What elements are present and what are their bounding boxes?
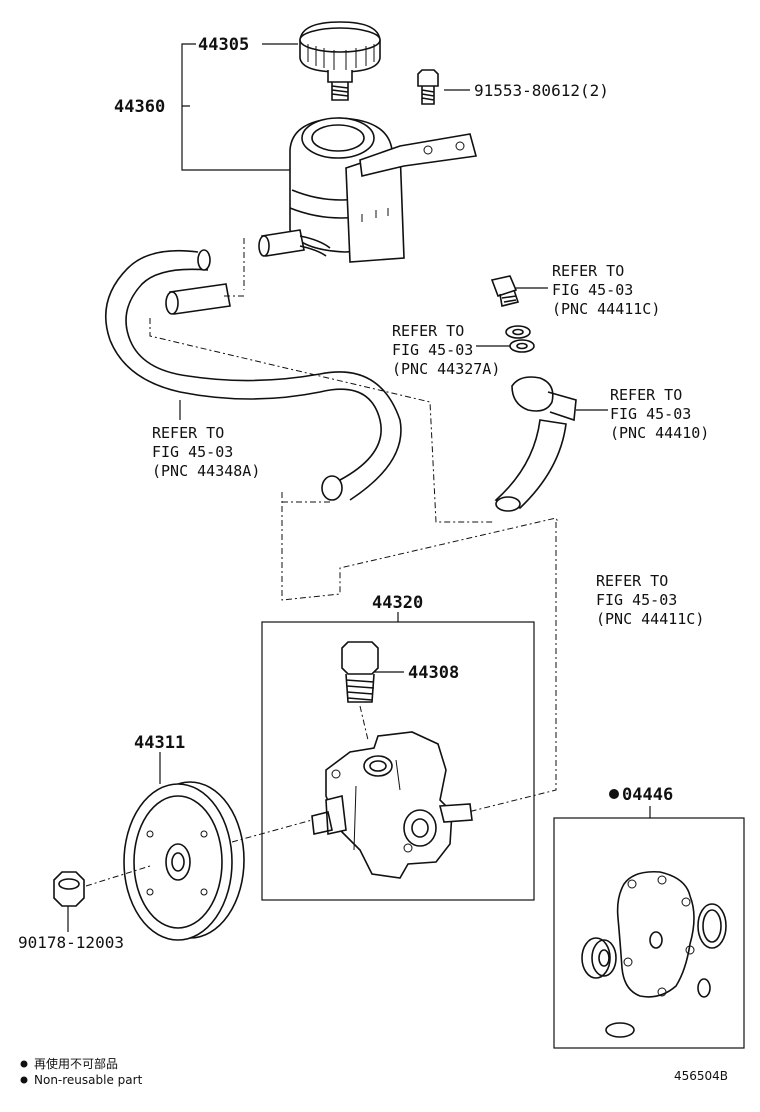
vane-pump-drawing[interactable] bbox=[311, 731, 473, 879]
gasket-kit-drawing[interactable] bbox=[581, 870, 727, 1038]
leader-lines bbox=[67, 43, 651, 932]
part-04446-label: 04446 bbox=[622, 785, 673, 805]
non-reusable-marker-icon bbox=[609, 789, 619, 799]
ref2-line3: (PNC 44327A) bbox=[392, 360, 500, 378]
union-bolt-drawing[interactable] bbox=[490, 275, 520, 307]
ref4-line3: (PNC 44348A) bbox=[152, 462, 260, 480]
return-hose-drawing[interactable] bbox=[104, 249, 402, 501]
part-44360-label: 44360 bbox=[114, 97, 165, 117]
ref5-line2: FIG 45-03 bbox=[596, 591, 677, 609]
ref4-line2: FIG 45-03 bbox=[152, 443, 233, 461]
ref1-line3: (PNC 44411C) bbox=[552, 300, 660, 318]
bolt-91553-drawing[interactable] bbox=[417, 69, 439, 105]
reservoir-cap-drawing[interactable] bbox=[299, 21, 381, 101]
ref2-line1: REFER TO bbox=[392, 322, 464, 340]
legend-dot-icon-en bbox=[20, 1076, 28, 1084]
ref3-line3: (PNC 44410) bbox=[610, 424, 709, 442]
gasket-kit-box bbox=[553, 817, 745, 1049]
part-44308-label: 44308 bbox=[408, 663, 459, 683]
part-44305-label: 44305 bbox=[198, 35, 249, 55]
part-44320-label: 44320 bbox=[372, 593, 423, 613]
gasket-drawing[interactable] bbox=[505, 325, 535, 353]
ref1-line1: REFER TO bbox=[552, 262, 624, 280]
pulley-drawing[interactable] bbox=[123, 781, 245, 941]
ref3-line2: FIG 45-03 bbox=[610, 405, 691, 423]
ref5-line1: REFER TO bbox=[596, 572, 668, 590]
legend-en: Non-reusable part bbox=[34, 1073, 143, 1087]
hose-joint-drawing[interactable] bbox=[165, 283, 231, 315]
legend-jp: 再使用不可部品 bbox=[34, 1056, 118, 1071]
ref2-line2: FIG 45-03 bbox=[392, 341, 473, 359]
ref4-line1: REFER TO bbox=[152, 424, 224, 442]
ref3-line1: REFER TO bbox=[610, 386, 682, 404]
reservoir-drawing[interactable] bbox=[258, 117, 478, 263]
figure-id: 456504B bbox=[674, 1069, 728, 1083]
legend-dot-icon-jp bbox=[20, 1060, 28, 1068]
part-90178-label: 90178-12003 bbox=[18, 933, 124, 952]
nut-drawing[interactable] bbox=[53, 871, 85, 907]
dash-dot-lines bbox=[85, 238, 559, 887]
part-91553-label: 91553-80612(2) bbox=[474, 81, 609, 100]
flow-control-valve-drawing[interactable] bbox=[341, 641, 379, 703]
part-44311-label: 44311 bbox=[134, 733, 185, 753]
pressure-hose-drawing[interactable] bbox=[494, 376, 577, 512]
ref5-line3: (PNC 44411C) bbox=[596, 610, 704, 628]
ref1-line2: FIG 45-03 bbox=[552, 281, 633, 299]
